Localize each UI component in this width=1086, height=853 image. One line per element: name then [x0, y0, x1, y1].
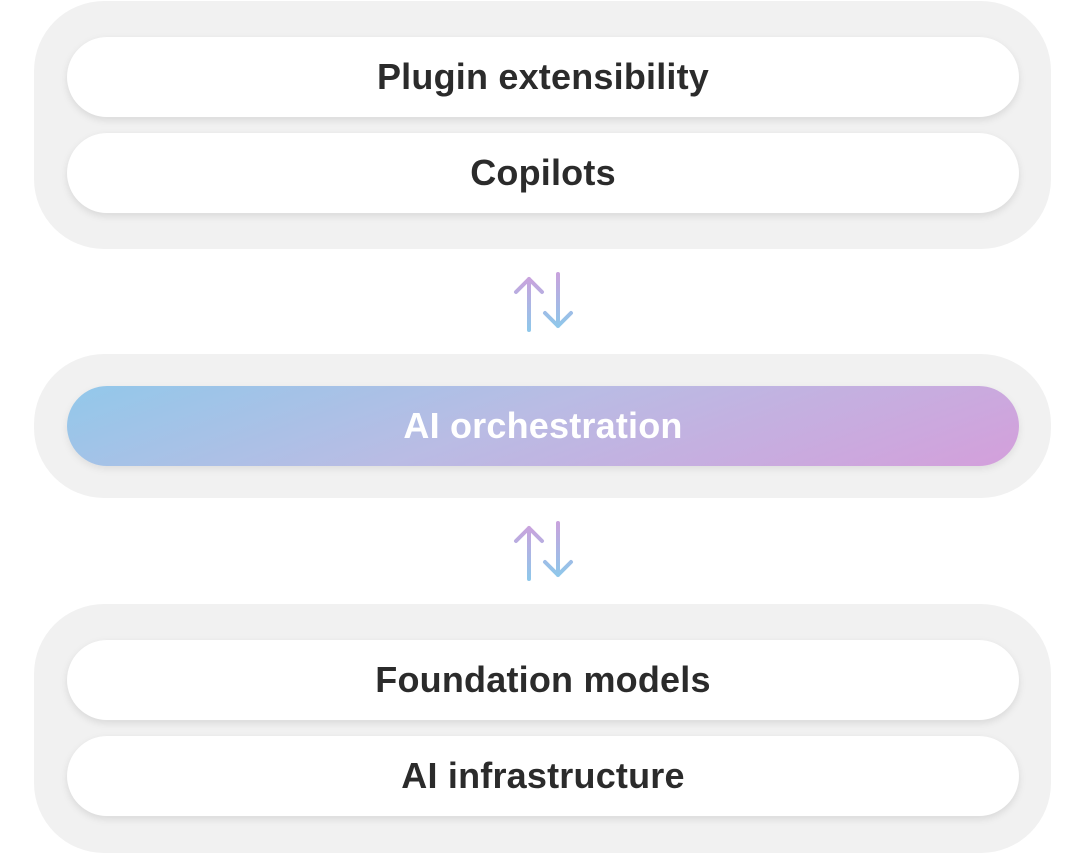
- bottom-layer-group: Foundation models AI infrastructure: [34, 604, 1051, 853]
- plugin-extensibility-label: Plugin extensibility: [376, 56, 710, 97]
- plugin-extensibility-layer: Plugin extensibility: [67, 37, 1019, 117]
- foundation-models-layer: Foundation models: [67, 640, 1019, 720]
- ai-infrastructure-layer: AI infrastructure: [67, 736, 1019, 816]
- bidirectional-arrows-icon: [514, 521, 573, 581]
- bidirectional-arrows-icon: [514, 272, 573, 332]
- ai-orchestration-layer: AI orchestration: [67, 386, 1019, 466]
- copilots-label: Copilots: [470, 152, 616, 193]
- ai-orchestration-label: AI orchestration: [403, 405, 683, 446]
- top-layer-group: Plugin extensibility Copilots: [34, 1, 1051, 249]
- foundation-models-label: Foundation models: [375, 659, 711, 700]
- ai-infrastructure-label: AI infrastructure: [401, 755, 685, 796]
- middle-layer-group: AI orchestration: [34, 354, 1051, 498]
- copilots-layer: Copilots: [67, 133, 1019, 213]
